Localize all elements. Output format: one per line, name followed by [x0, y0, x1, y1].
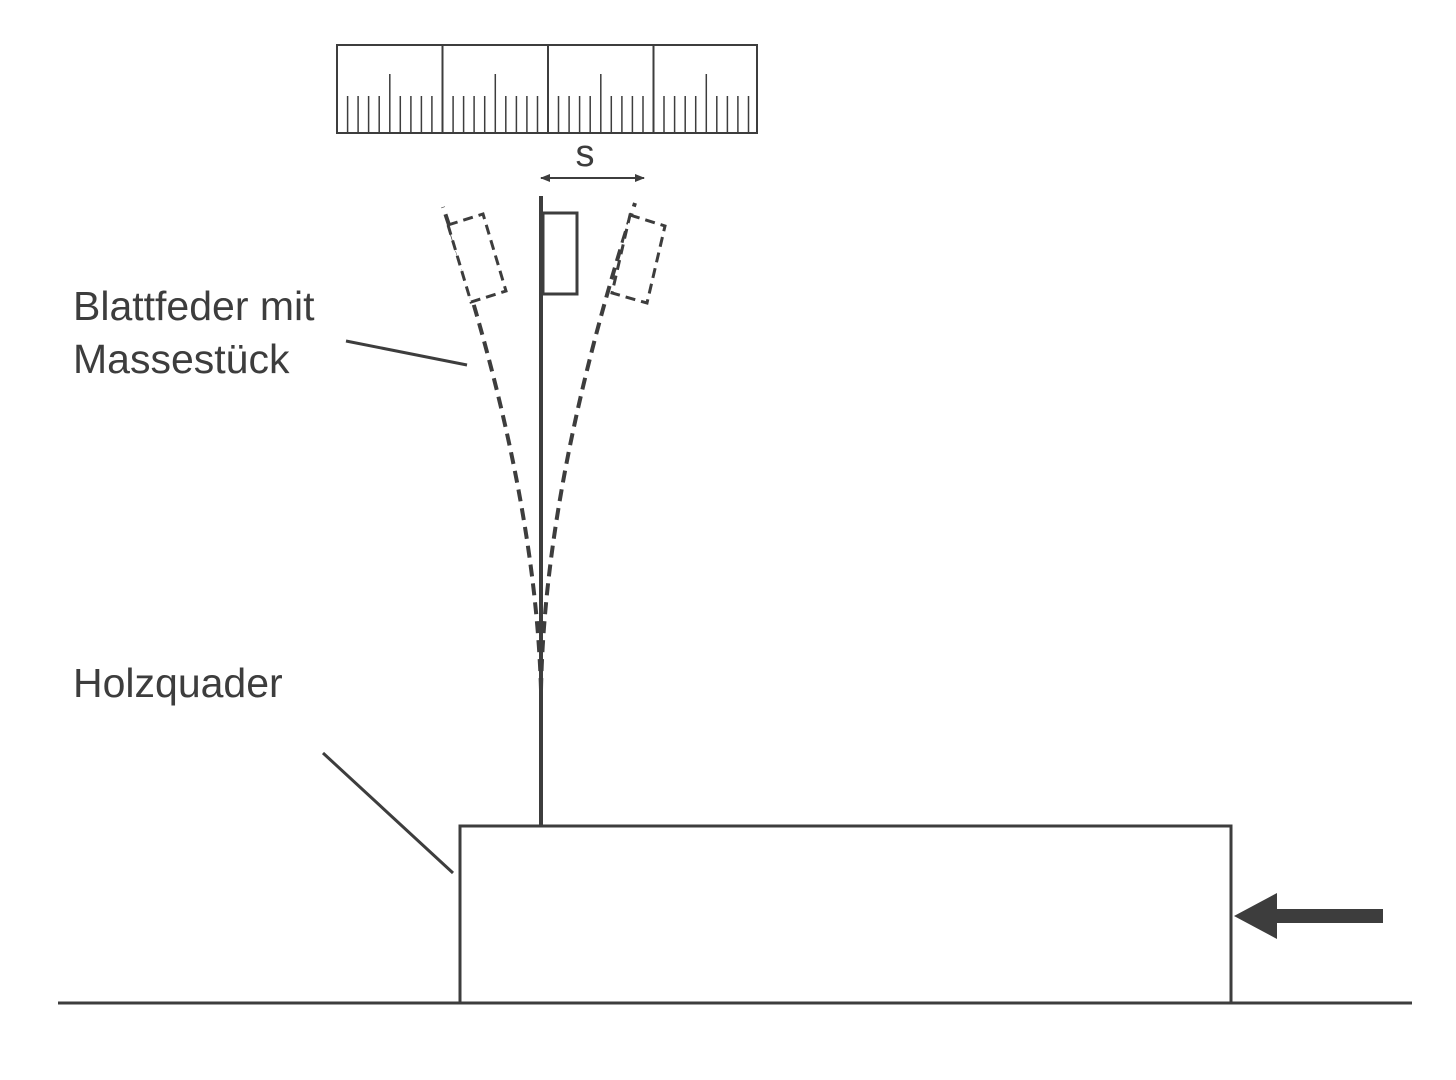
- ruler: [336, 44, 758, 134]
- wooden-block: [458, 824, 1233, 1005]
- mass-piece: [541, 211, 579, 296]
- mass-piece-deflected-left: [446, 212, 508, 304]
- mass-piece-deflected-right: [610, 213, 667, 305]
- block-label: Holzquader: [73, 660, 283, 706]
- ruler-ticks: [336, 45, 750, 133]
- spring-label-leader: [345, 339, 468, 367]
- push-arrow: [1234, 893, 1383, 939]
- block-label-leader: [321, 751, 455, 875]
- spring-label-line1: Blattfeder mit: [73, 283, 315, 329]
- spring-label-line2: Massestück: [73, 336, 290, 382]
- leaf-spring-deflected-left: [441, 206, 543, 691]
- deflection-label: s: [576, 133, 595, 175]
- leaf-spring-deflected-right: [539, 202, 637, 691]
